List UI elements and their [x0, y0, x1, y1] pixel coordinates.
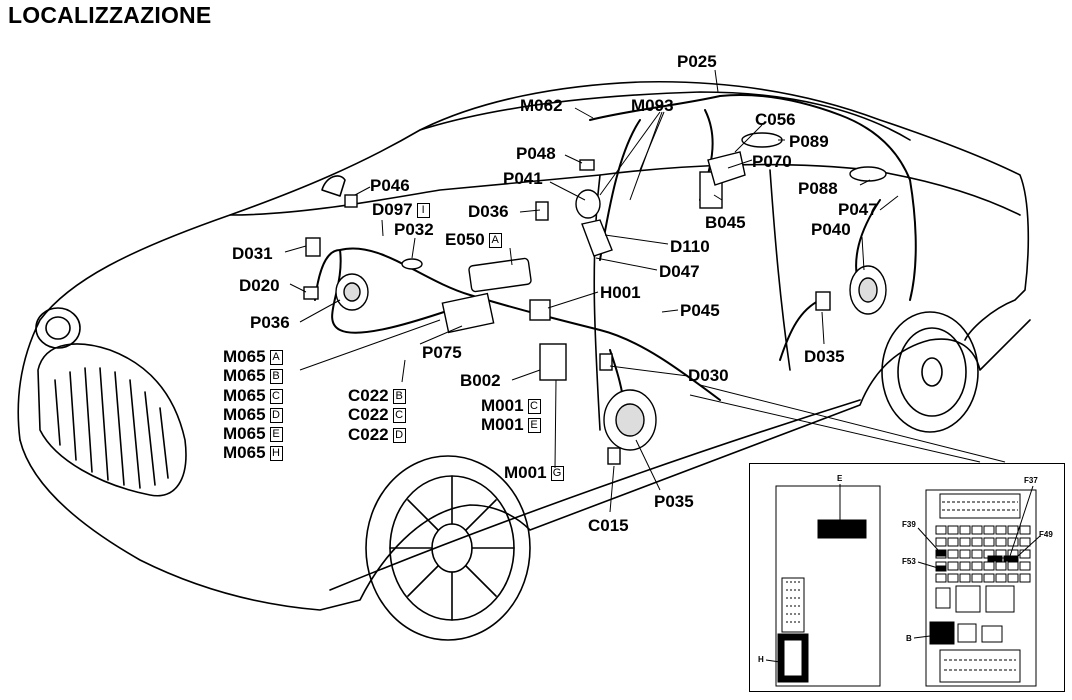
front-wheel	[365, 455, 531, 641]
fuse-f37	[987, 555, 1003, 562]
wiring-harness-main	[314, 247, 721, 401]
fusebox-drawing	[765, 484, 1041, 687]
label-c015: C015	[588, 516, 629, 535]
inset-label-f49: F49	[1039, 530, 1053, 539]
inset-label-f53: F53	[902, 557, 916, 566]
lamp-p088	[849, 166, 887, 182]
label-d035: D035	[804, 347, 845, 366]
label-d030: D030	[688, 366, 729, 385]
relay-b002	[539, 343, 567, 381]
rear-wheel	[881, 311, 979, 433]
label-p048: P048	[516, 144, 556, 163]
connector-d036	[535, 201, 549, 221]
connector-p048	[579, 159, 595, 171]
car-lower-line	[19, 319, 1031, 611]
connector-small	[781, 577, 805, 633]
side-sill	[329, 399, 861, 591]
grille-outline	[37, 343, 187, 497]
label-d047: D047	[659, 262, 700, 281]
label-b045: B045	[705, 213, 746, 232]
right-panel	[925, 489, 1037, 687]
connector-d020	[303, 286, 319, 300]
connector-p046	[344, 194, 358, 208]
inset-label-e: E	[837, 474, 843, 483]
side-mirror	[321, 175, 346, 197]
wiring-harness-roof	[589, 93, 917, 301]
fuse-grid	[935, 525, 1031, 583]
label-m062: M062	[520, 96, 563, 115]
cable-p070	[707, 151, 746, 186]
label-p088: P088	[798, 179, 838, 198]
module-p075	[441, 292, 495, 334]
left-panel	[775, 485, 881, 687]
roof-edge	[419, 91, 911, 141]
label-h001: H001	[600, 283, 641, 302]
inset-label-b: B	[906, 634, 912, 643]
label-d110: D110	[670, 237, 710, 256]
connector-c015	[607, 447, 621, 465]
label-p045: P045	[680, 301, 720, 320]
fuse-f53	[935, 565, 947, 572]
connector-h001	[529, 299, 551, 321]
connector-d030	[599, 353, 613, 371]
label-m093: M093	[631, 96, 674, 115]
connector-b	[929, 621, 955, 645]
lamp-c056	[741, 132, 783, 148]
label-p035: P035	[654, 492, 694, 511]
label-c056: C056	[755, 110, 796, 129]
connector-e	[817, 519, 867, 539]
label-p032: P032	[394, 220, 434, 239]
inset-label-f39: F39	[902, 520, 916, 529]
lamp-p032	[401, 258, 423, 270]
car-body-outline	[17, 80, 1030, 441]
label-p089: P089	[789, 132, 829, 151]
label-p046: P046	[370, 176, 410, 195]
part-d110	[581, 219, 613, 257]
label-b002: B002	[460, 371, 501, 390]
inset-label-f37: F37	[1024, 476, 1038, 485]
label-d020: D020	[239, 276, 280, 295]
page-title: LOCALIZZAZIONE	[8, 2, 212, 28]
fuse-f49	[1003, 555, 1019, 562]
module-e050	[468, 257, 532, 293]
connector-d031	[305, 237, 321, 257]
label-p036: P036	[250, 313, 290, 332]
label-p040: P040	[811, 220, 851, 239]
label-p025: P025	[677, 52, 717, 71]
label-d036: D036	[468, 202, 509, 221]
connector-d035	[815, 291, 831, 311]
inset-label-h: H	[758, 655, 764, 664]
label-d031: D031	[232, 244, 273, 263]
label-p075: P075	[422, 343, 462, 362]
window-line	[229, 163, 1021, 216]
label-p041: P041	[503, 169, 543, 188]
label-p070: P070	[752, 152, 792, 171]
fuse-f39	[935, 549, 947, 557]
speaker-p041	[575, 189, 601, 219]
fusebox-inset: E H F37 F39 F49 F53 B	[749, 463, 1065, 692]
label-p047: P047	[838, 200, 878, 219]
headlight	[35, 307, 81, 349]
